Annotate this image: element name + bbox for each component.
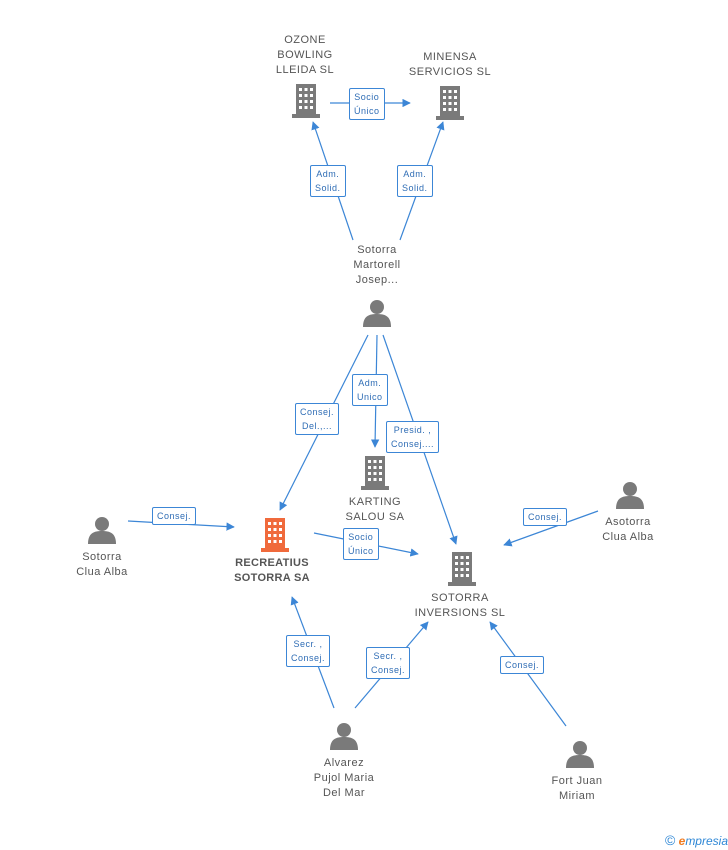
edge-label-consej-del: Consej. Del.,... bbox=[295, 403, 340, 435]
node-asotorra-label[interactable]: Asotorra Clua Alba bbox=[602, 516, 654, 543]
node-sotorra-inversions-label[interactable]: SOTORRA INVERSIONS SL bbox=[414, 592, 506, 619]
node-alvarez-label[interactable]: Alvarez Pujol Maria Del Mar bbox=[313, 757, 375, 799]
node-sotorra-martorell-label[interactable]: Sotorra Martorell Josep... bbox=[353, 244, 401, 286]
node-recreatius-label[interactable]: RECREATIUS SOTORRA SA bbox=[234, 557, 310, 584]
edge-label-adm-solid-right: Adm. Solid. bbox=[397, 165, 433, 197]
person-icon bbox=[616, 482, 644, 509]
edge-label-consej-right: Consej. bbox=[523, 508, 568, 526]
edges bbox=[127, 98, 599, 727]
edge-fort-inversions bbox=[489, 621, 567, 727]
building-icon bbox=[436, 86, 464, 120]
node-fort-label[interactable]: Fort Juan Miriam bbox=[551, 775, 603, 802]
person-icon bbox=[330, 723, 358, 750]
edge-label-socio-unico-mid: Socio Único bbox=[343, 528, 379, 560]
brand-logo-initial: e bbox=[678, 834, 686, 848]
edge-label-presid-consej: Presid. , Consej.... bbox=[386, 421, 440, 453]
node-sotorra-clua-label[interactable]: Sotorra Clua Alba bbox=[76, 551, 128, 578]
edge-label-socio-unico-top: Socio Único bbox=[349, 88, 385, 120]
node-karting-label[interactable]: KARTING SALOU SA bbox=[345, 496, 405, 523]
edge-label-adm-solid-left: Adm. Solid. bbox=[310, 165, 346, 197]
edge-label-secr-consej-left: Secr. , Consej. bbox=[286, 635, 331, 667]
copyright-icon: © bbox=[664, 832, 676, 848]
edge-label-secr-consej-right: Secr. , Consej. bbox=[366, 647, 411, 679]
person-icon bbox=[88, 517, 116, 544]
edge-label-adm-unico: Adm. Unico bbox=[352, 374, 388, 406]
node-ozone-label[interactable]: OZONE BOWLING LLEIDA SL bbox=[275, 34, 335, 76]
building-icon bbox=[448, 552, 476, 586]
edge-label-consej-left: Consej. bbox=[152, 507, 197, 525]
building-icon bbox=[361, 456, 389, 490]
edge-asotorra-inversions bbox=[503, 510, 599, 547]
brand-logo-text: mpresia bbox=[685, 834, 728, 848]
building-icon bbox=[292, 84, 320, 118]
person-icon bbox=[363, 300, 391, 327]
building-icon bbox=[261, 518, 289, 552]
edge-label-consej-bottom: Consej. bbox=[500, 656, 545, 674]
brand-footer[interactable]: © empresia bbox=[665, 832, 728, 848]
node-minensa-label[interactable]: MINENSA SERVICIOS SL bbox=[408, 51, 492, 78]
person-icon bbox=[566, 741, 594, 768]
